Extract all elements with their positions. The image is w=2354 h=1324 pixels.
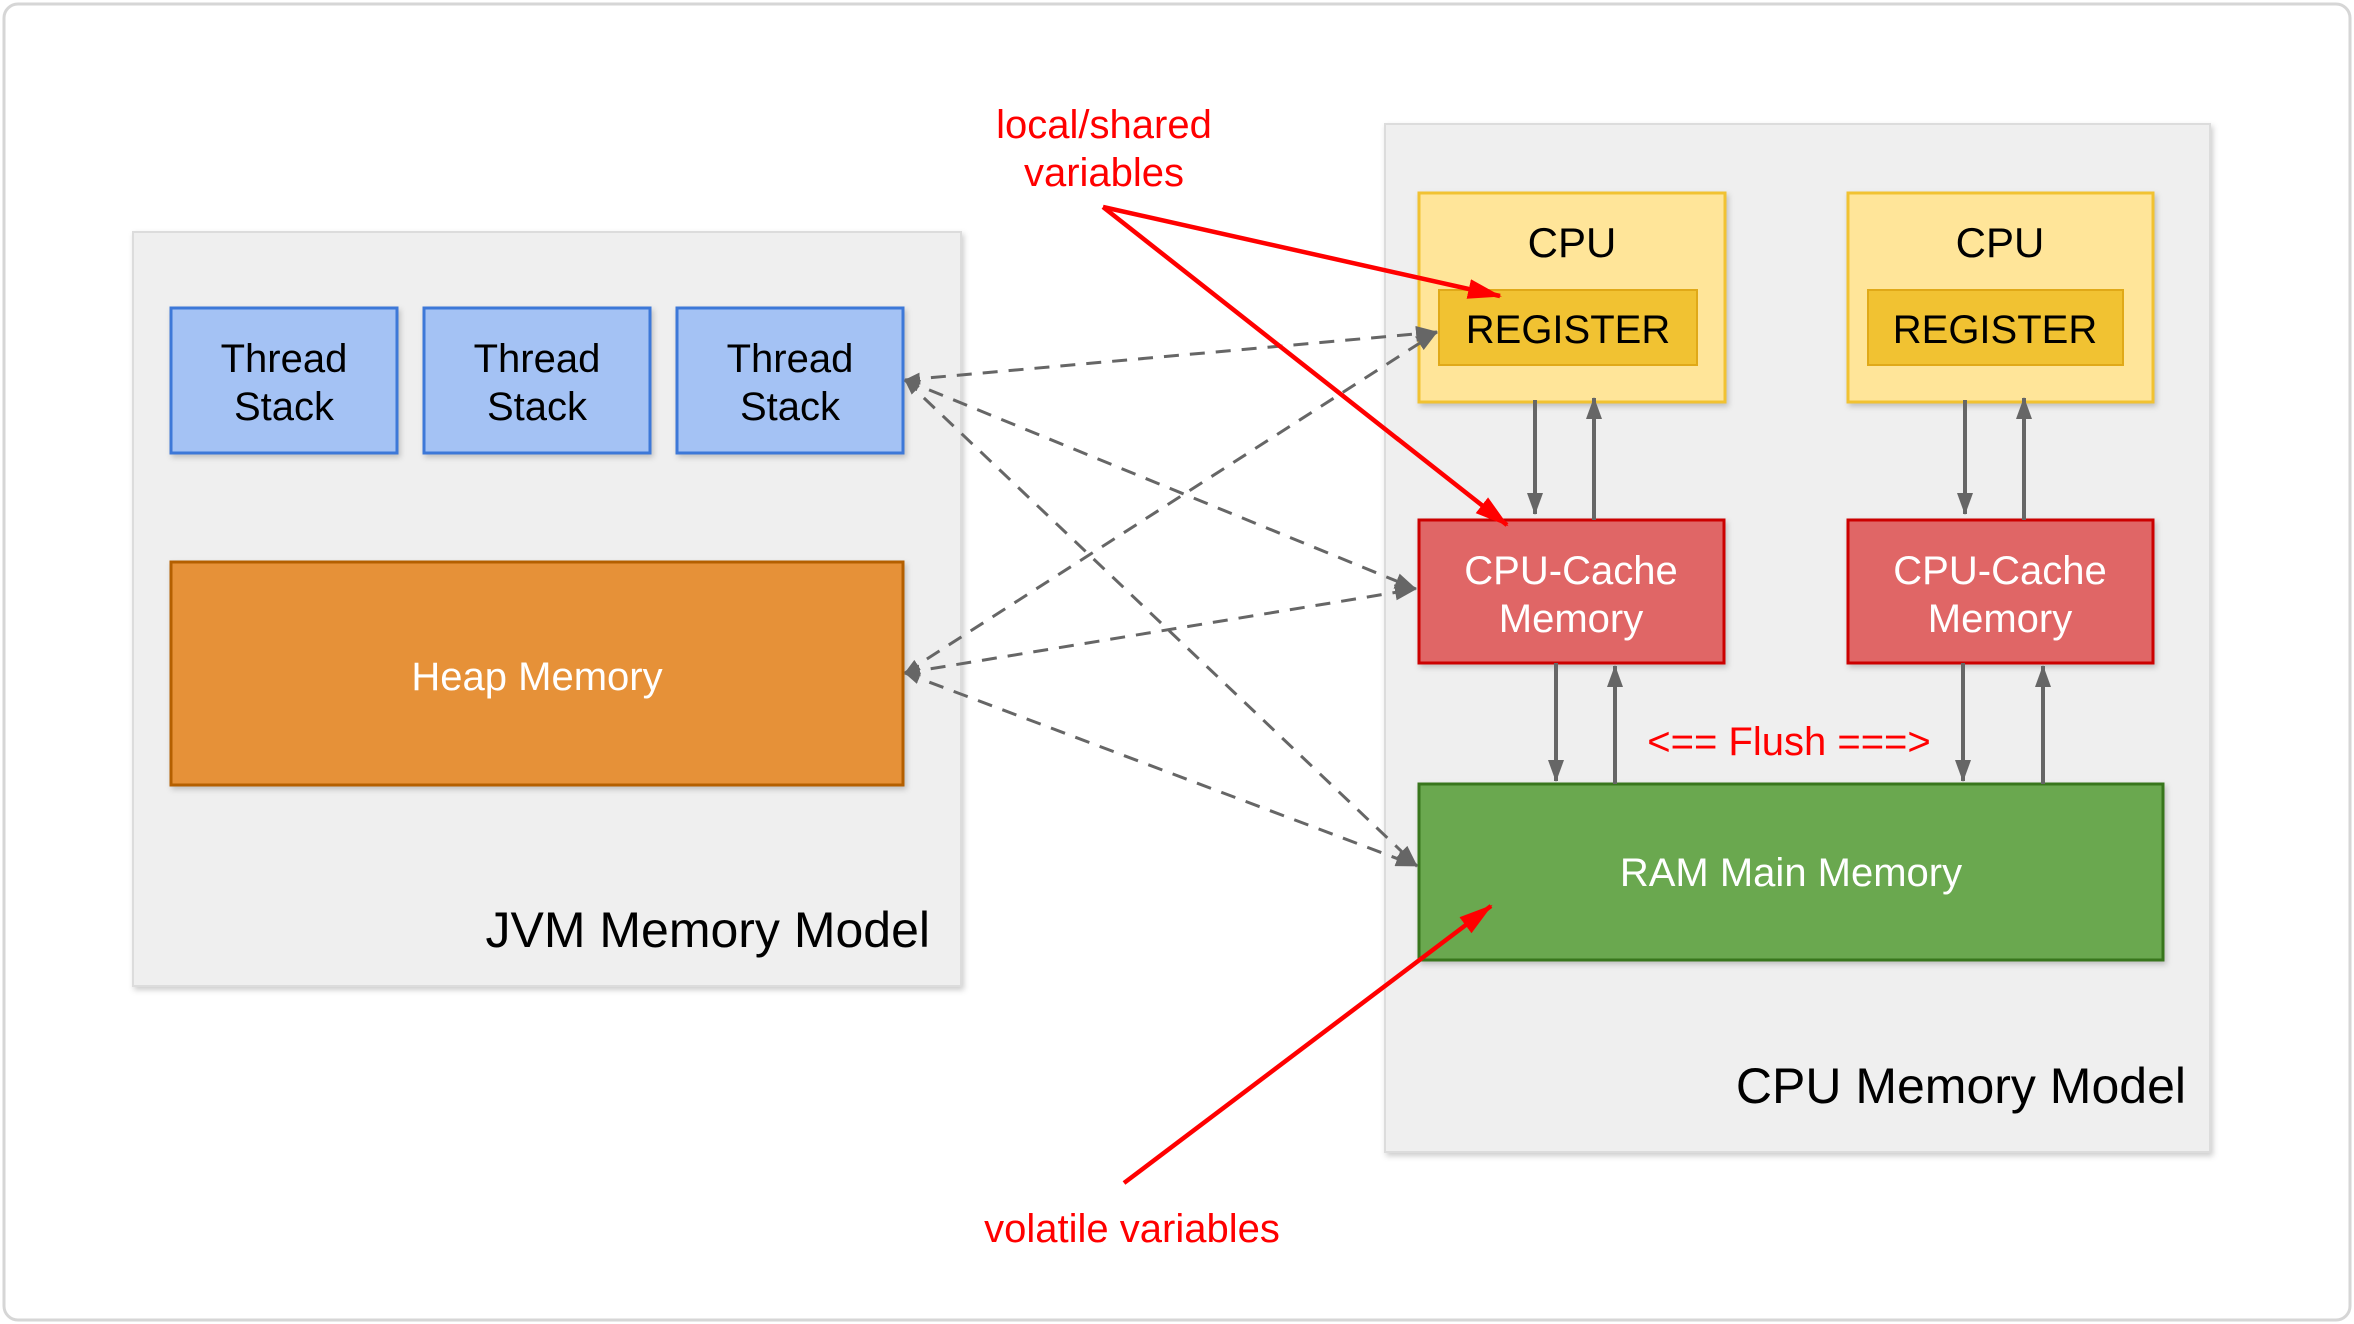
volatile-label: volatile variables	[984, 1207, 1280, 1251]
annotation-group: local/shared variables volatile variable…	[984, 103, 1509, 1251]
arrow-volatile-to-ram	[1122, 904, 1493, 1185]
thread-stack-label-2-line2: Stack	[487, 385, 588, 429]
heap-label: Heap Memory	[411, 655, 662, 699]
thread-stack-label-3-line1: Thread	[727, 337, 854, 381]
thread-stack-label-1-line2: Stack	[234, 385, 335, 429]
arrow-localshared-to-register	[1102, 204, 1502, 299]
register-label-1: REGISTER	[1466, 308, 1670, 352]
cache-box-2	[1846, 518, 2155, 665]
cpu-core-2: CPU REGISTER	[1846, 191, 2155, 404]
local-shared-label-line1: local/shared	[996, 103, 1212, 147]
thread-stack-box-2	[422, 306, 652, 455]
cache-label-1-line2: Memory	[1499, 597, 1643, 641]
solid-arrow-group	[1527, 397, 2051, 784]
thread-stack-box-3	[675, 306, 905, 455]
local-shared-label-line2: variables	[1024, 151, 1184, 195]
cache-label-1-line1: CPU-Cache	[1464, 549, 1677, 593]
cache-box-1	[1417, 518, 1726, 665]
cpu-panel-title: CPU Memory Model	[1736, 1058, 2186, 1114]
cpu-cache-1: CPU-Cache Memory	[1417, 518, 1726, 665]
ram-label: RAM Main Memory	[1620, 851, 1962, 895]
thread-stack-group: Thread Stack Thread Stack Thread Stack	[169, 306, 905, 455]
heap-box	[169, 560, 905, 787]
thread-stack-label-1-line1: Thread	[221, 337, 348, 381]
register-box-1	[1438, 289, 1698, 366]
ram-box	[1417, 782, 2165, 962]
thread-stack-label-3-line2: Stack	[740, 385, 841, 429]
cpu-label-2: CPU	[1956, 219, 2045, 266]
cpu-core-1: CPU REGISTER	[1417, 191, 1727, 404]
register-box-2	[1867, 289, 2124, 366]
register-label-2: REGISTER	[1893, 308, 2097, 352]
flush-label: <== Flush ===>	[1647, 720, 1931, 764]
dashed-link-group	[903, 325, 1438, 868]
thread-stack-box-1	[169, 306, 399, 455]
link-heap-to-ram	[904, 671, 1418, 868]
cache-label-2-line1: CPU-Cache	[1893, 549, 2106, 593]
thread-stack-label-2-line1: Thread	[474, 337, 601, 381]
cache-label-2-line2: Memory	[1928, 597, 2072, 641]
cpu-label-1: CPU	[1528, 219, 1617, 266]
jvm-panel-title: JVM Memory Model	[485, 902, 930, 958]
arrow-localshared-to-cache	[1101, 205, 1509, 527]
link-heap-to-cache	[904, 584, 1417, 677]
cpu-cache-2: CPU-Cache Memory	[1846, 518, 2155, 665]
